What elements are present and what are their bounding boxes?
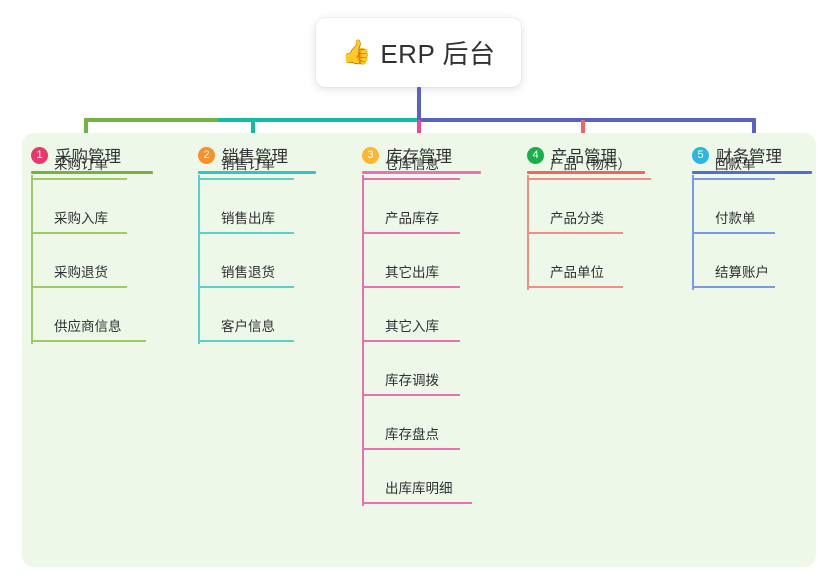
leaf-node[interactable]: 结算账户 [692,246,775,288]
leaf-rule [362,178,460,180]
column-rule-2 [198,171,316,174]
leaf-label: 其它出库 [385,265,439,280]
leaf-node[interactable]: 其它出库 [362,246,460,288]
leaf-label: 销售出库 [221,211,275,226]
column-header-1[interactable]: 1 采购管理 [31,143,121,167]
leaf-node[interactable]: 产品库存 [362,192,460,234]
leaf-label: 仓库信息 [385,157,439,172]
leaf-label: 客户信息 [221,319,275,334]
column-badge-2: 2 [198,146,215,164]
leaf-node[interactable]: 产品（物料） [527,138,651,180]
column-rule-3 [362,171,481,174]
leaf-rule [362,286,460,288]
leaf-label: 结算账户 [715,265,769,280]
leaf-label: 产品单位 [550,265,604,280]
leaf-node[interactable]: 销售订单 [198,138,294,180]
leaf-rule [527,232,623,234]
column-trunk-1 [31,175,33,344]
leaf-node[interactable]: 仓库信息 [362,138,460,180]
leaf-node[interactable]: 库存调拨 [362,354,460,396]
leaf-node[interactable]: 采购退货 [31,246,127,288]
column-badge-1: 1 [31,146,48,164]
leaf-label: 采购入库 [54,211,108,226]
leaf-label: 供应商信息 [54,319,122,334]
leaf-rule [362,502,472,504]
diagram-panel: 1 采购管理采购订单采购入库采购退货供应商信息 2 销售管理销售订单销售出库销售退货客… [22,133,816,567]
title-content: 👍 ERP 后台 [341,34,495,71]
page-title: ERP 后台 [380,39,496,69]
leaf-rule [527,286,623,288]
leaf-node[interactable]: 回款单 [692,138,775,180]
column-rule-5 [692,171,812,174]
column-title-5: 财务管理 [716,148,782,166]
leaf-label: 采购退货 [54,265,108,280]
leaf-node[interactable]: 产品单位 [527,246,623,288]
diagram-title-card[interactable]: 👍 ERP 后台 [316,18,521,87]
column-title-4: 产品管理 [551,148,617,166]
thumbs-up-icon: 👍 [341,38,372,66]
leaf-node[interactable]: 销售退货 [198,246,294,288]
leaf-label: 销售退货 [221,265,275,280]
leaf-node[interactable]: 其它入库 [362,300,460,342]
leaf-rule [198,286,294,288]
leaf-label: 出库库明细 [385,481,453,496]
leaf-rule [362,448,460,450]
leaf-label: 付款单 [715,211,756,226]
column-badge-4: 4 [527,146,544,164]
column-title-1: 采购管理 [55,148,121,166]
leaf-label: 产品库存 [385,211,439,226]
column-trunk-2 [198,175,200,344]
leaf-rule [362,232,460,234]
leaf-node[interactable]: 库存盘点 [362,408,460,450]
column-badge-5: 5 [692,146,709,164]
column-header-2[interactable]: 2 销售管理 [198,143,288,167]
leaf-node[interactable]: 产品分类 [527,192,623,234]
leaf-rule [362,340,460,342]
leaf-rule [31,286,127,288]
connector-bar-green [84,118,220,122]
column-badge-3: 3 [362,146,379,164]
leaf-rule [362,394,460,396]
leaf-node[interactable]: 销售出库 [198,192,294,234]
leaf-label: 销售订单 [221,157,275,172]
leaf-label: 采购订单 [54,157,108,172]
leaf-node[interactable]: 采购入库 [31,192,127,234]
leaf-node[interactable]: 付款单 [692,192,775,234]
column-header-5[interactable]: 5 财务管理 [692,143,782,167]
leaf-rule [692,178,775,180]
leaf-rule [527,178,651,180]
leaf-label: 库存调拨 [385,373,439,388]
leaf-rule [692,286,775,288]
leaf-label: 其它入库 [385,319,439,334]
leaf-rule [31,340,146,342]
connector-bar-blue [417,118,756,122]
column-rule-1 [31,171,153,174]
leaf-node[interactable]: 采购订单 [31,138,127,180]
leaf-rule [198,178,294,180]
leaf-label: 回款单 [715,157,756,172]
leaf-rule [198,232,294,234]
connector-bar-teal [218,118,420,122]
root-stem-connector [417,87,421,120]
leaf-label: 产品分类 [550,211,604,226]
column-header-3[interactable]: 3 库存管理 [362,143,452,167]
leaf-rule [31,178,127,180]
leaf-rule [198,340,294,342]
leaf-node[interactable]: 客户信息 [198,300,294,342]
leaf-label: 产品（物料） [550,157,631,172]
column-title-2: 销售管理 [222,148,288,166]
leaf-node[interactable]: 供应商信息 [31,300,146,342]
column-rule-4 [527,171,645,174]
leaf-node[interactable]: 出库库明细 [362,462,472,504]
column-title-3: 库存管理 [386,148,452,166]
leaf-label: 库存盘点 [385,427,439,442]
leaf-rule [31,232,127,234]
column-header-4[interactable]: 4 产品管理 [527,143,617,167]
leaf-rule [692,232,775,234]
